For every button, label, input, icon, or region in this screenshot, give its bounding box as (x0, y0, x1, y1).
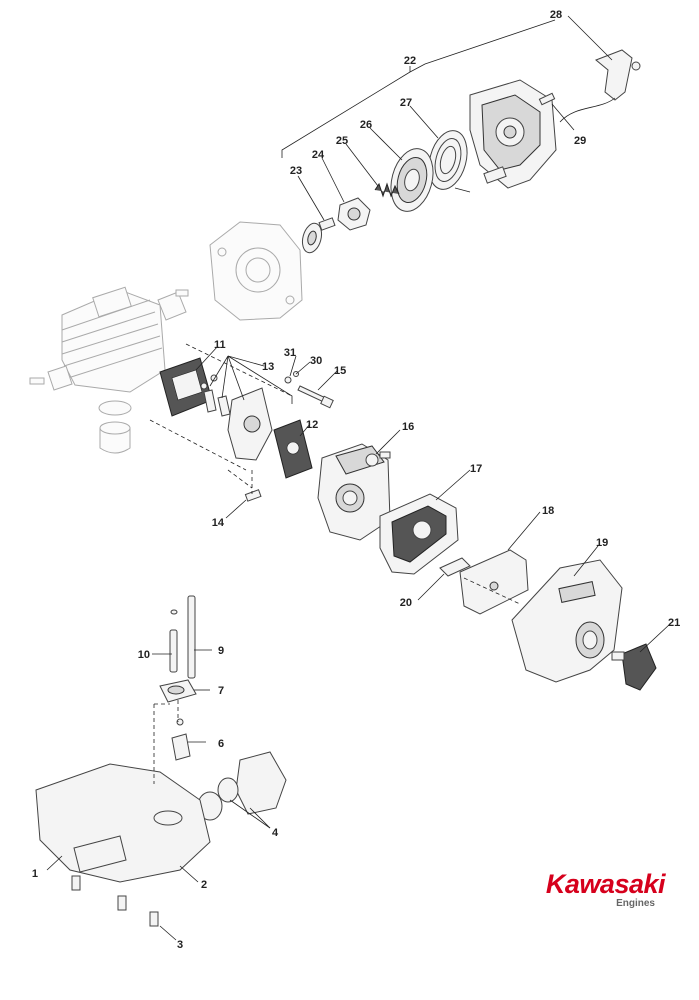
carburetor-gasket (273, 419, 313, 479)
rope-reel (390, 148, 434, 212)
crankcase (209, 221, 303, 321)
fuel-lines (169, 595, 196, 679)
callout-1: 1 (32, 868, 38, 880)
fuel-tank-grommet (159, 679, 197, 726)
cylinder-cover-plate (29, 289, 189, 391)
callout-20: 20 (400, 597, 412, 609)
callout-3: 3 (177, 939, 183, 951)
air-filter-base (379, 493, 459, 575)
recoil-spring (428, 130, 471, 193)
cover-knob (611, 643, 657, 691)
callout-25: 25 (336, 135, 348, 147)
carburetor (317, 443, 391, 541)
callout-28: 28 (550, 9, 562, 21)
callout-18: 18 (542, 505, 554, 517)
starter-bolt (318, 217, 336, 231)
tank-screws (71, 875, 159, 927)
callout-19: 19 (596, 537, 608, 549)
callout-4: 4 (272, 827, 279, 839)
callout-2: 2 (201, 879, 207, 891)
fuel-tank-cap (197, 751, 287, 821)
assembly-guide-lines (149, 343, 521, 784)
callout-10: 10 (138, 649, 150, 661)
callout-9: 9 (218, 645, 224, 657)
fuel-tank (35, 763, 211, 883)
piston (98, 400, 132, 454)
flywheel-washer (301, 222, 323, 254)
filter-bracket (439, 557, 471, 577)
callout-16: 16 (402, 421, 414, 433)
insulator-screw (244, 489, 262, 502)
callout-29: 29 (574, 135, 586, 147)
callout-22: 22 (404, 55, 416, 67)
intake-insulator (200, 374, 273, 461)
callout-30: 30 (310, 355, 322, 367)
callout-14: 14 (212, 517, 225, 529)
callout-7: 7 (218, 685, 224, 697)
callout-26: 26 (360, 119, 372, 131)
callout-13: 13 (262, 361, 274, 373)
kawasaki-logo: Kawasaki Engines (505, 869, 666, 910)
callout-24: 24 (312, 149, 325, 161)
callout-11: 11 (214, 339, 226, 351)
cylinder (61, 286, 166, 393)
callout-leaders (46, 15, 671, 941)
starter-handle (559, 49, 641, 123)
callout-15: 15 (334, 365, 346, 377)
housing-screw (538, 92, 556, 106)
callout-labels: 1 2 3 4 6 7 9 10 11 12 13 14 15 16 17 18… (32, 9, 680, 951)
callout-27: 27 (400, 97, 412, 109)
callout-6: 6 (218, 738, 224, 750)
ratchet (337, 197, 371, 231)
ratchet-spring (374, 182, 400, 198)
callout-12: 12 (306, 419, 318, 431)
callout-21: 21 (668, 617, 680, 629)
logo-brand: Kawasaki (545, 869, 666, 899)
callout-31: 31 (284, 347, 296, 359)
fuel-filter (171, 733, 191, 761)
air-cleaner-cover (511, 559, 623, 683)
intake-gasket (159, 357, 213, 417)
callout-23: 23 (290, 165, 302, 177)
logo-sub: Engines (616, 898, 655, 909)
carburetor-bolt (297, 385, 334, 409)
air-filter-element (459, 549, 529, 615)
starter-housing (469, 79, 557, 189)
starter-group-bracket (281, 19, 556, 158)
callout-17: 17 (470, 463, 482, 475)
